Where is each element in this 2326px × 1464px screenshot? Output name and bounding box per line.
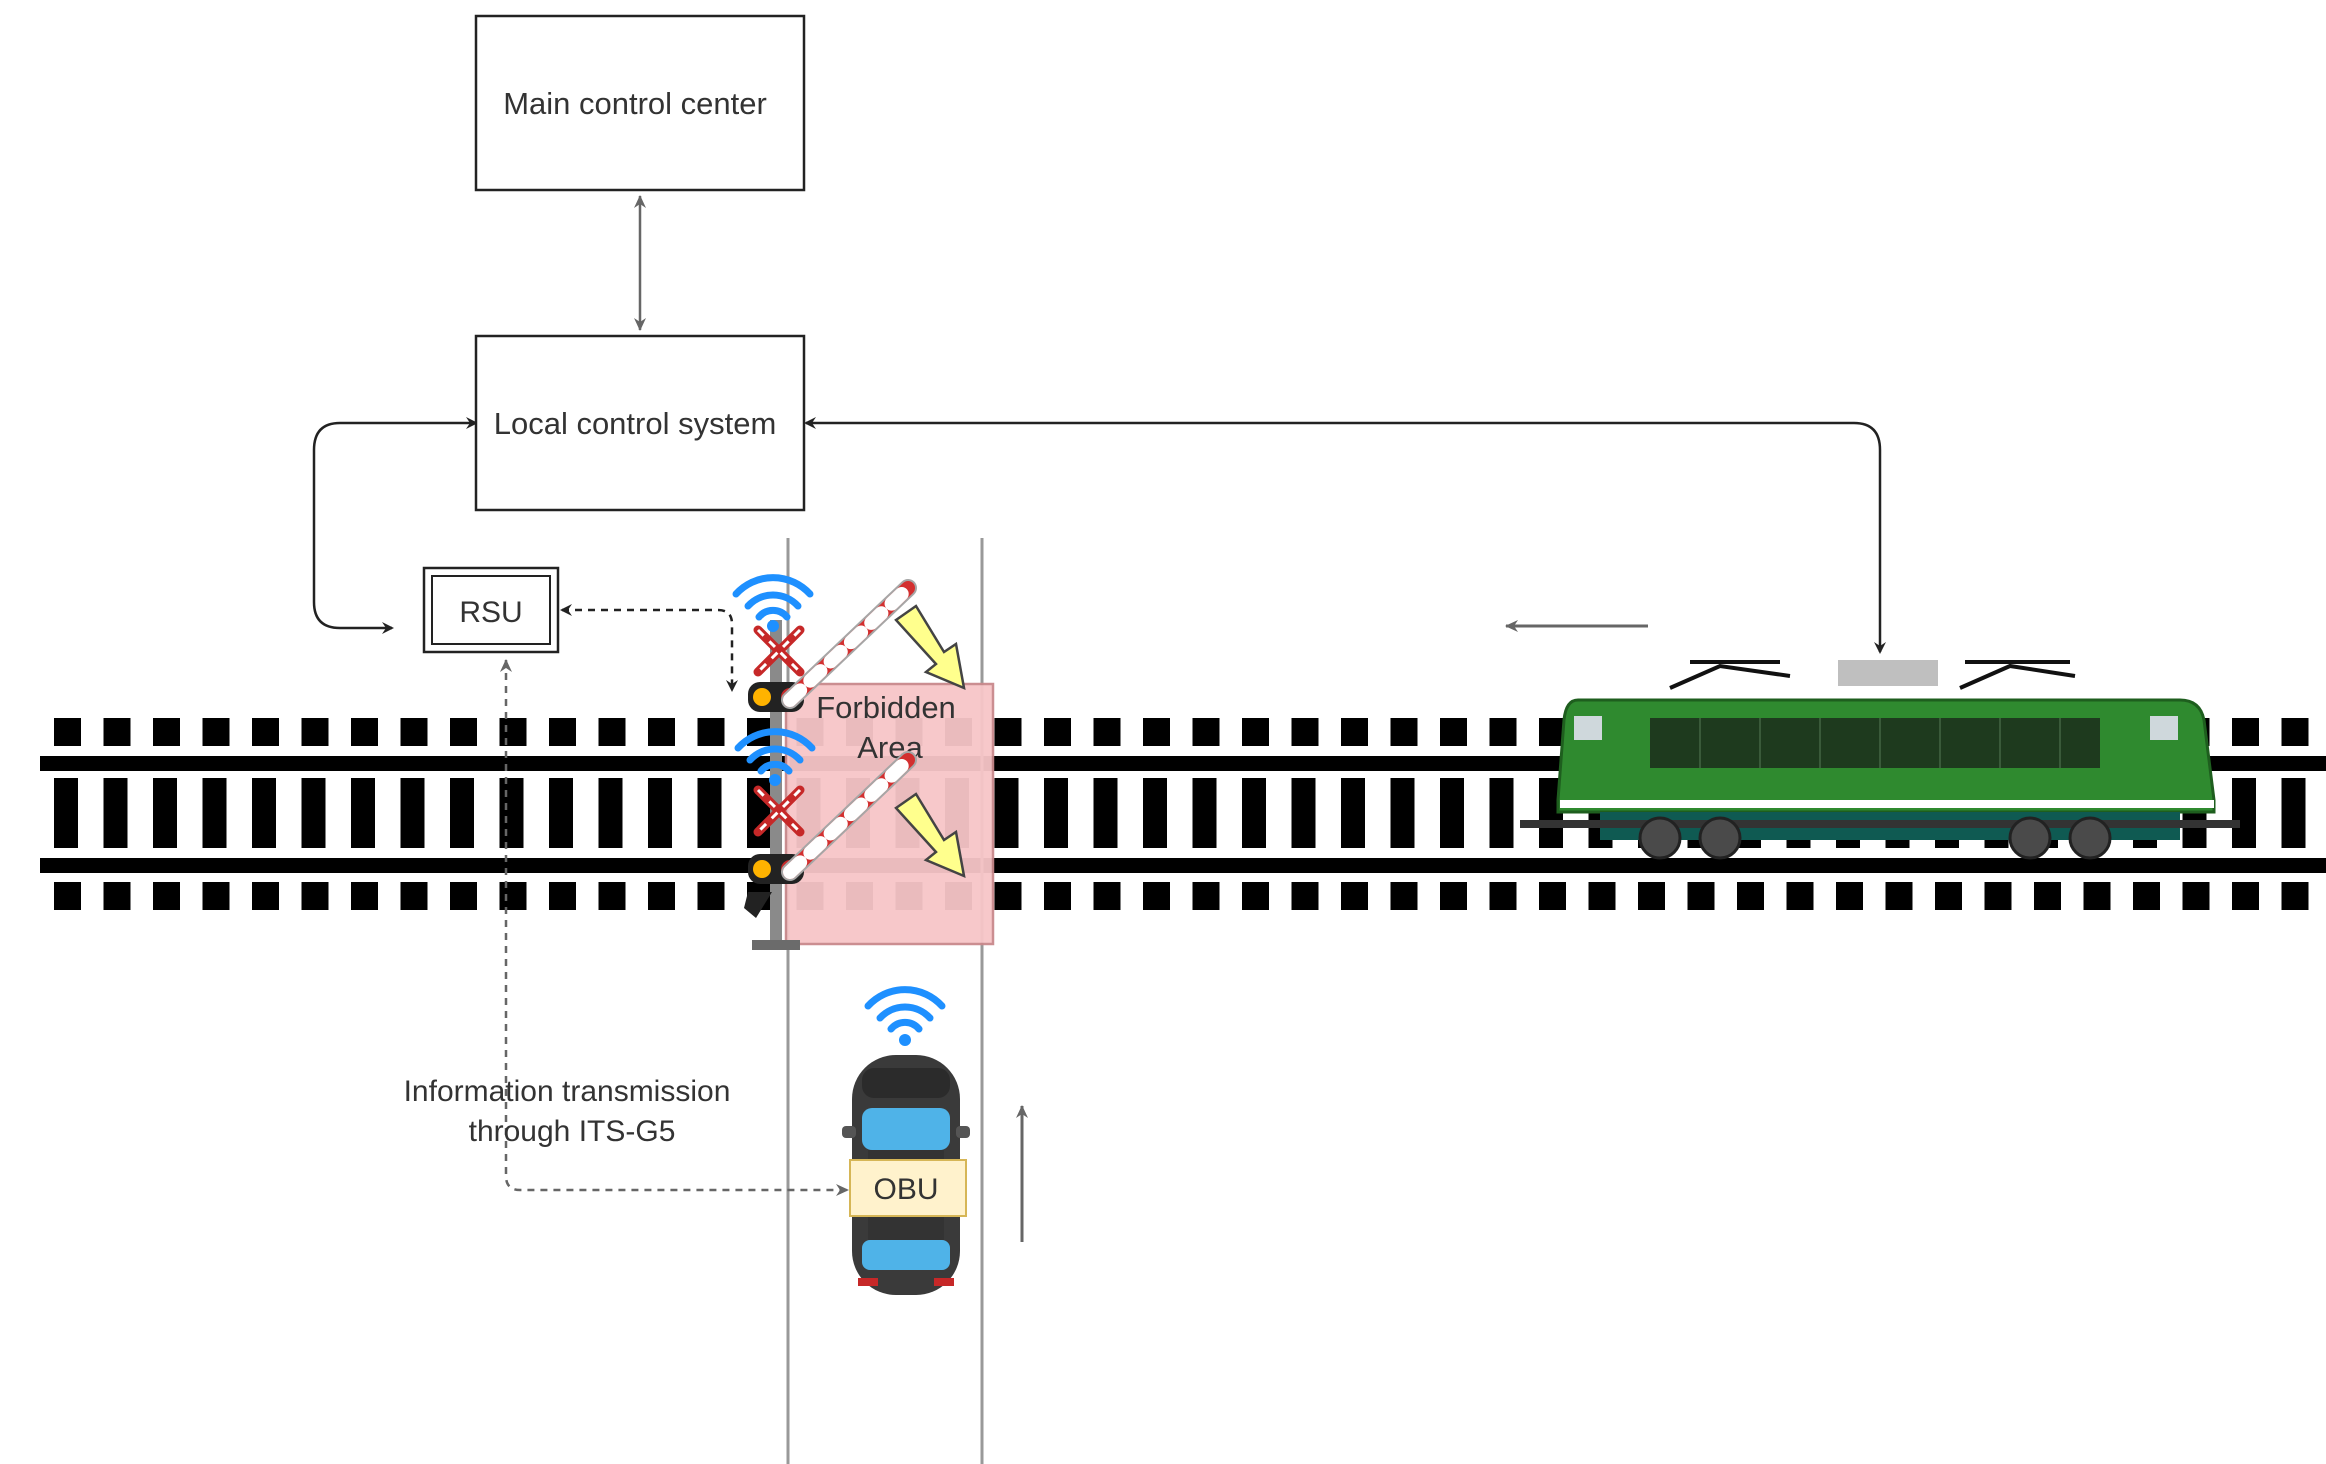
main-control-center-node: Main control center [476,16,804,190]
train-icon [1520,660,2240,858]
rsu-node: RSU [424,568,558,652]
wifi-icon [736,578,810,632]
connector-rsu-barrier [562,610,732,690]
forbidden-area-label-1: Forbidden [816,690,956,725]
local-control-system-node: Local control system [476,336,804,510]
wifi-icon [868,990,942,1046]
local-control-system-label: Local control system [494,406,777,441]
its-g5-annotation: Information transmission through ITS-G5 [404,1075,731,1148]
rsu-label: RSU [459,596,522,629]
obu-label: OBU [873,1173,938,1206]
main-control-center-label: Main control center [503,86,767,121]
connector-local-train [806,423,1880,652]
obu-node: OBU [850,1160,966,1216]
its-g5-label-line1: Information transmission [404,1075,731,1108]
its-g5-label-line2: through ITS-G5 [469,1115,676,1148]
forbidden-area: Forbidden Area [786,684,993,944]
